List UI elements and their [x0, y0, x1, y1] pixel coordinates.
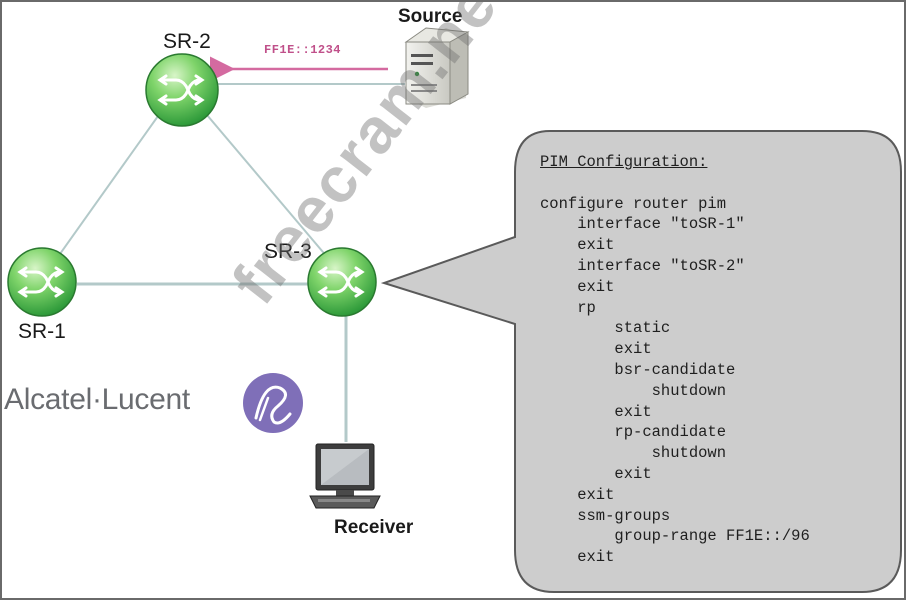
config-line: exit	[540, 340, 652, 359]
source-label: Source	[398, 6, 463, 27]
alcatel-lucent-logo-icon	[243, 373, 303, 433]
config-line: ssm-groups	[540, 506, 671, 525]
receiver-label: Receiver	[334, 517, 414, 538]
config-line: exit	[540, 236, 615, 255]
config-line: exit	[540, 402, 652, 421]
link-sr1-sr2	[49, 101, 169, 269]
config-line: group-range FF1E::/96	[540, 527, 810, 546]
config-line: exit	[540, 485, 615, 504]
brand-name: Alcatel·Lucent	[4, 383, 190, 416]
config-line: rp	[540, 298, 596, 317]
config-line: rp-candidate	[540, 423, 727, 442]
config-callout	[380, 130, 902, 593]
config-line: configure router pim	[540, 194, 727, 213]
config-line: interface "toSR-2"	[540, 256, 745, 275]
config-line: bsr-candidate	[540, 360, 736, 379]
pim-config-text: PIM Configuration: configure router pim i…	[540, 152, 810, 568]
config-line: exit	[540, 464, 652, 483]
router-crossing-icon	[17, 266, 65, 298]
router-sr1[interactable]	[7, 247, 77, 317]
config-line: shutdown	[540, 444, 727, 463]
config-line	[540, 173, 810, 194]
router-crossing-icon	[157, 74, 205, 106]
config-line: interface "toSR-1"	[540, 215, 745, 234]
receiver-computer-icon[interactable]	[309, 443, 381, 509]
config-title: PIM Configuration:	[540, 153, 708, 171]
router-sr3[interactable]	[307, 247, 377, 317]
source-server-icon[interactable]	[404, 27, 470, 108]
config-line: exit	[540, 548, 615, 567]
network-links	[49, 83, 405, 442]
link-sr2-sr3	[195, 101, 329, 259]
config-line: static	[540, 319, 671, 338]
config-line: shutdown	[540, 381, 727, 400]
router-sr2[interactable]	[145, 53, 219, 127]
multicast-group-label: FF1E::1234	[264, 43, 342, 57]
config-line: exit	[540, 277, 615, 296]
sr3-label: SR-3	[264, 240, 312, 263]
router-crossing-icon	[317, 266, 365, 298]
sr2-label: SR-2	[163, 30, 211, 53]
sr1-label: SR-1	[18, 320, 66, 343]
